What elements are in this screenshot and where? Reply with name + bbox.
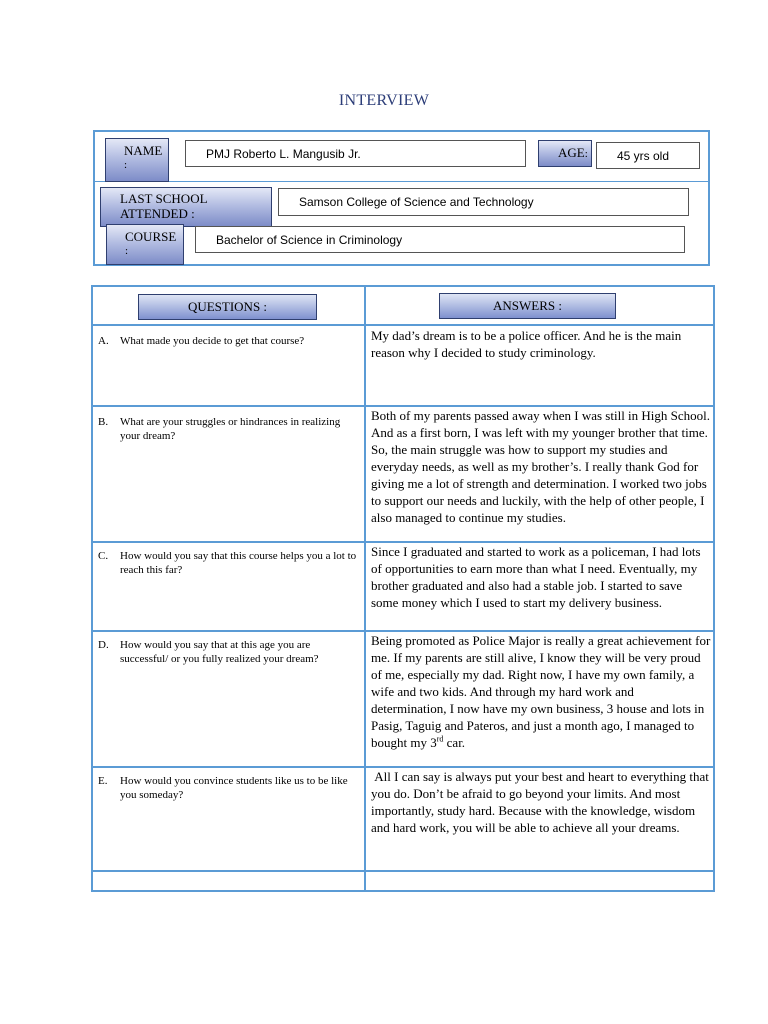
course-label: COURSE : <box>106 224 184 265</box>
name-label: NAME : <box>105 138 169 182</box>
answer-d: Being promoted as Police Major is really… <box>371 632 711 751</box>
qa-row-divider <box>91 541 715 543</box>
age-label-colon: : <box>584 148 588 160</box>
qa-row-divider <box>91 766 715 768</box>
page-title: INTERVIEW <box>338 92 430 109</box>
qa-column-divider <box>364 285 366 890</box>
answer-c: Since I graduated and started to work as… <box>371 544 701 610</box>
answers-header: ANSWERS : <box>439 293 616 319</box>
questions-header: QUESTIONS : <box>138 294 317 320</box>
name-label-text: NAME <box>124 143 163 158</box>
last-school-label-line2: ATTENDED : <box>120 206 195 221</box>
course-label-colon: : <box>125 245 129 257</box>
qa-row-divider <box>91 324 715 326</box>
qa-table <box>91 285 715 892</box>
question-letter: E. <box>98 775 108 787</box>
name-field: PMJ Roberto L. Mangusib Jr. <box>185 140 526 167</box>
answer-d-text: Being promoted as Police Major is really… <box>371 633 711 750</box>
course-field: Bachelor of Science in Criminology <box>195 226 685 253</box>
question-c: C. How would you say that this course he… <box>98 549 360 577</box>
course-label-text: COURSE <box>125 229 177 244</box>
age-label: AGE: <box>538 140 592 167</box>
question-letter: A. <box>98 335 109 347</box>
info-panel <box>93 130 710 266</box>
question-text: How would you convince students like us … <box>120 775 348 801</box>
question-a: A. What made you decide to get that cour… <box>98 334 360 348</box>
answer-d-tail: car. <box>443 735 466 750</box>
question-b: B. What are your struggles or hindrances… <box>98 415 360 443</box>
question-e: E. How would you convince students like … <box>98 774 360 802</box>
answer-d-superscript: rd <box>436 734 444 744</box>
age-field: 45 yrs old <box>596 142 700 169</box>
last-school-field: Samson College of Science and Technology <box>278 188 689 216</box>
qa-row-divider <box>91 630 715 632</box>
question-text: How would you say that this course helps… <box>120 550 357 576</box>
age-label-text: AGE <box>558 145 585 160</box>
question-letter: C. <box>98 550 109 562</box>
question-text: What are your struggles or hindrances in… <box>120 416 341 442</box>
question-text: How would you say that at this age you a… <box>120 639 319 665</box>
name-label-colon: : <box>124 159 128 171</box>
answer-e: All I can say is always put your best an… <box>371 769 713 835</box>
question-text: What made you decide to get that course? <box>120 335 305 347</box>
question-letter: D. <box>98 639 109 651</box>
last-school-label: LAST SCHOOL ATTENDED : <box>100 187 272 227</box>
info-divider <box>93 181 710 182</box>
qa-row-divider <box>91 870 715 872</box>
answer-a: My dad’s dream is to be a police officer… <box>371 328 682 360</box>
answer-b: Both of my parents passed away when I wa… <box>371 408 711 525</box>
question-d: D. How would you say that at this age yo… <box>98 638 360 666</box>
last-school-label-line1: LAST SCHOOL <box>120 191 208 206</box>
question-letter: B. <box>98 416 109 428</box>
qa-row-divider <box>91 405 715 407</box>
